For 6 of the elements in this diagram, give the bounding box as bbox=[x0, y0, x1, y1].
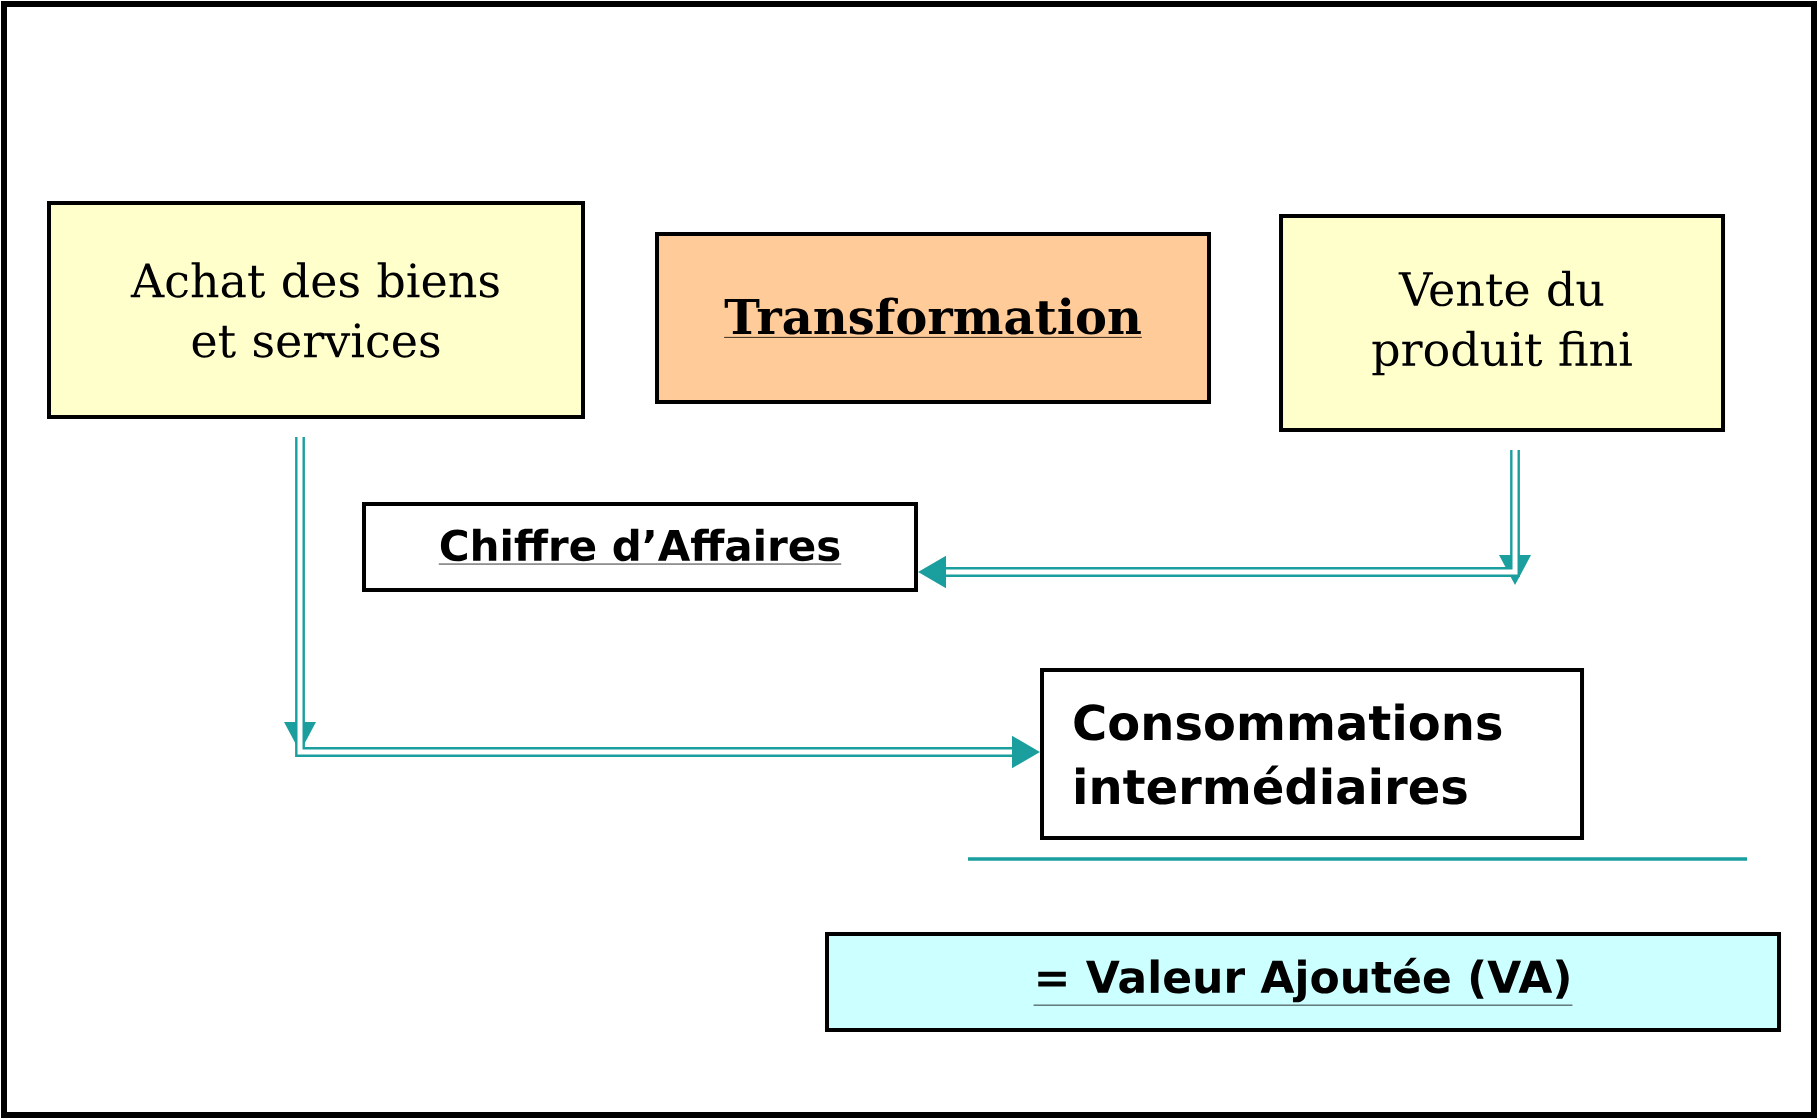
process-box: Achat des biens et services bbox=[47, 201, 585, 419]
result-box: Consommations intermédiaires bbox=[1040, 668, 1584, 840]
result-box: Chiffre d’Affaires bbox=[362, 502, 918, 592]
result-box: = Valeur Ajoutée (VA) bbox=[825, 932, 1782, 1032]
process-box: Transformation bbox=[655, 232, 1211, 404]
process-box: Vente du produit fini bbox=[1279, 214, 1726, 432]
